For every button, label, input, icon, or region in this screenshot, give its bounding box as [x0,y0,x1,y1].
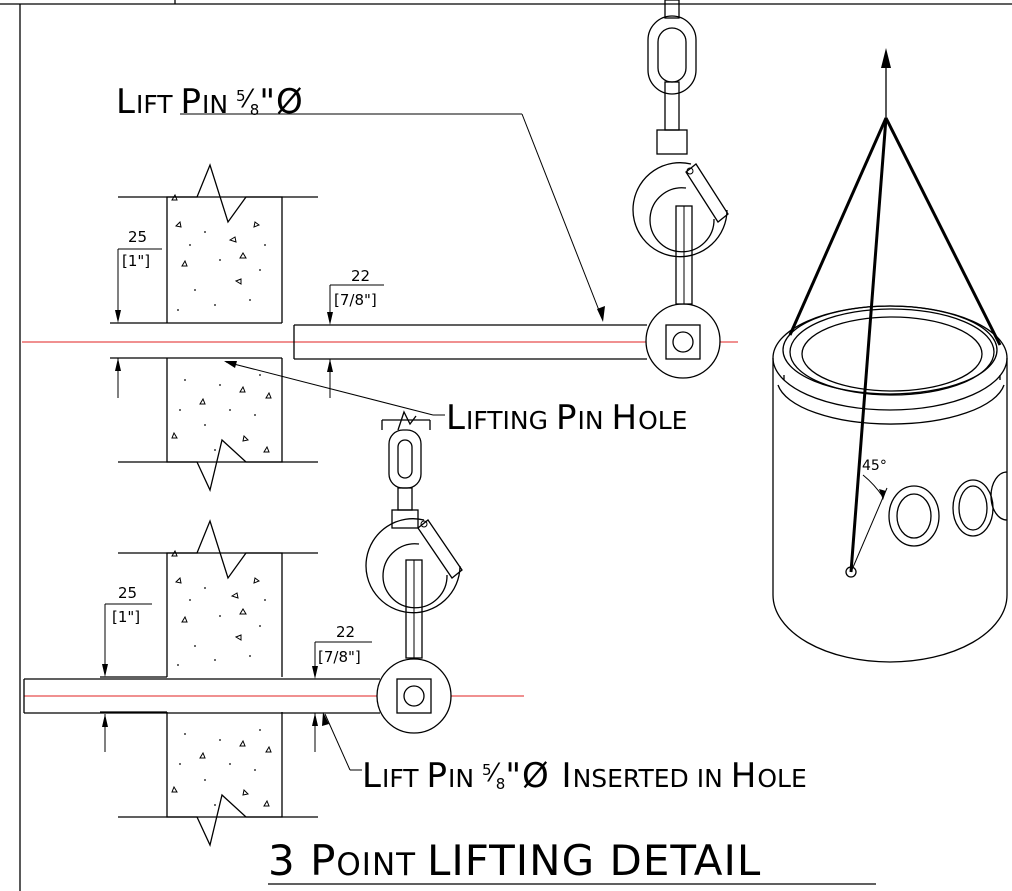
lpi-w1-rest: IFT [382,764,427,793]
dim-top-right-in: [7/8"] [334,291,377,309]
dim-top-left-mm: 25 [128,228,147,246]
lift-pin-top-word2-rest: IN [202,90,236,119]
title-num: 3 [268,836,310,885]
dim-bottom-left-in: [1"] [112,608,140,626]
dim-top-left-in: [1"] [122,252,150,270]
lift-pin-bottom [23,559,452,734]
dimension-top-left: 25 [1"] [115,228,162,398]
manhole-isometric: 45° [772,48,1008,663]
lph-w1-rest: IFTING [466,406,556,435]
lift-pin-top-tail: "Ø [259,82,303,122]
label-lift-pin-inserted: LIFT PIN 5⁄8"Ø INSERTED IN HOLE [362,756,807,796]
lph-w1-lead: L [446,398,466,438]
lpi-frac-den: 8 [496,775,506,793]
bottom-wall-section: 25 [1"] [100,519,318,847]
top-wall-section: 25 [1"] [110,163,318,492]
dim-bottom-right-in: [7/8"] [318,648,361,666]
dim-bottom-left-mm: 25 [118,584,137,602]
drawing-title: 3 POINT LIFTING DETAIL [268,836,876,885]
lph-w2-rest: IN [577,406,611,435]
lpi-w4-rest: OLE [757,764,806,793]
lift-pin-top-rest: IFT [136,90,181,119]
dimension-bottom-right: 22 [7/8"] [312,623,372,752]
dim-bottom-right-mm: 22 [336,623,355,641]
lpi-w2-rest: IN [448,764,482,793]
lpi-w4-lead: H [731,756,758,796]
title-text: 3 POINT LIFTING DETAIL [268,836,761,885]
label-lift-pin-top: LIFT PIN 5⁄8"Ø [116,82,304,122]
label-lifting-pin-hole: LIFTING PIN HOLE [446,398,687,438]
dim-top-right-mm: 22 [351,267,370,285]
lph-w2-lead: P [556,398,578,438]
lpi-w3-rest: NSERTED IN [573,764,731,793]
leader-lines [180,113,605,771]
lpi-frac-num: 5 [482,761,492,779]
lph-w3-lead: H [611,398,638,438]
chain-hook-bottom [365,410,463,614]
lpi-w3-lead: I [562,756,573,796]
chain-hook-top [632,0,729,258]
concrete-hatch [171,193,272,453]
concrete-dots [177,231,266,451]
title-w1-lead: P [310,836,336,885]
lift-pin-top-lead: L [116,82,136,122]
lift-pin-top-frac-den: 8 [250,101,260,119]
lift-pin-top-frac-num: 5 [236,87,246,105]
dimension-bottom-left: 25 [1"] [102,584,152,752]
lpi-w1-lead: L [362,756,382,796]
lift-pin-top-word2-lead: P [180,82,202,122]
lph-w3-rest: OLE [638,406,687,435]
angle-label: 45° [862,458,887,474]
lpi-w2-lead: P [426,756,448,796]
title-w1-rest: OINT [336,847,427,883]
dimension-top-right: 22 [7/8"] [327,267,384,398]
lpi-tail: "Ø [505,756,561,796]
title-w2: LIFTING DETAIL [427,836,761,885]
